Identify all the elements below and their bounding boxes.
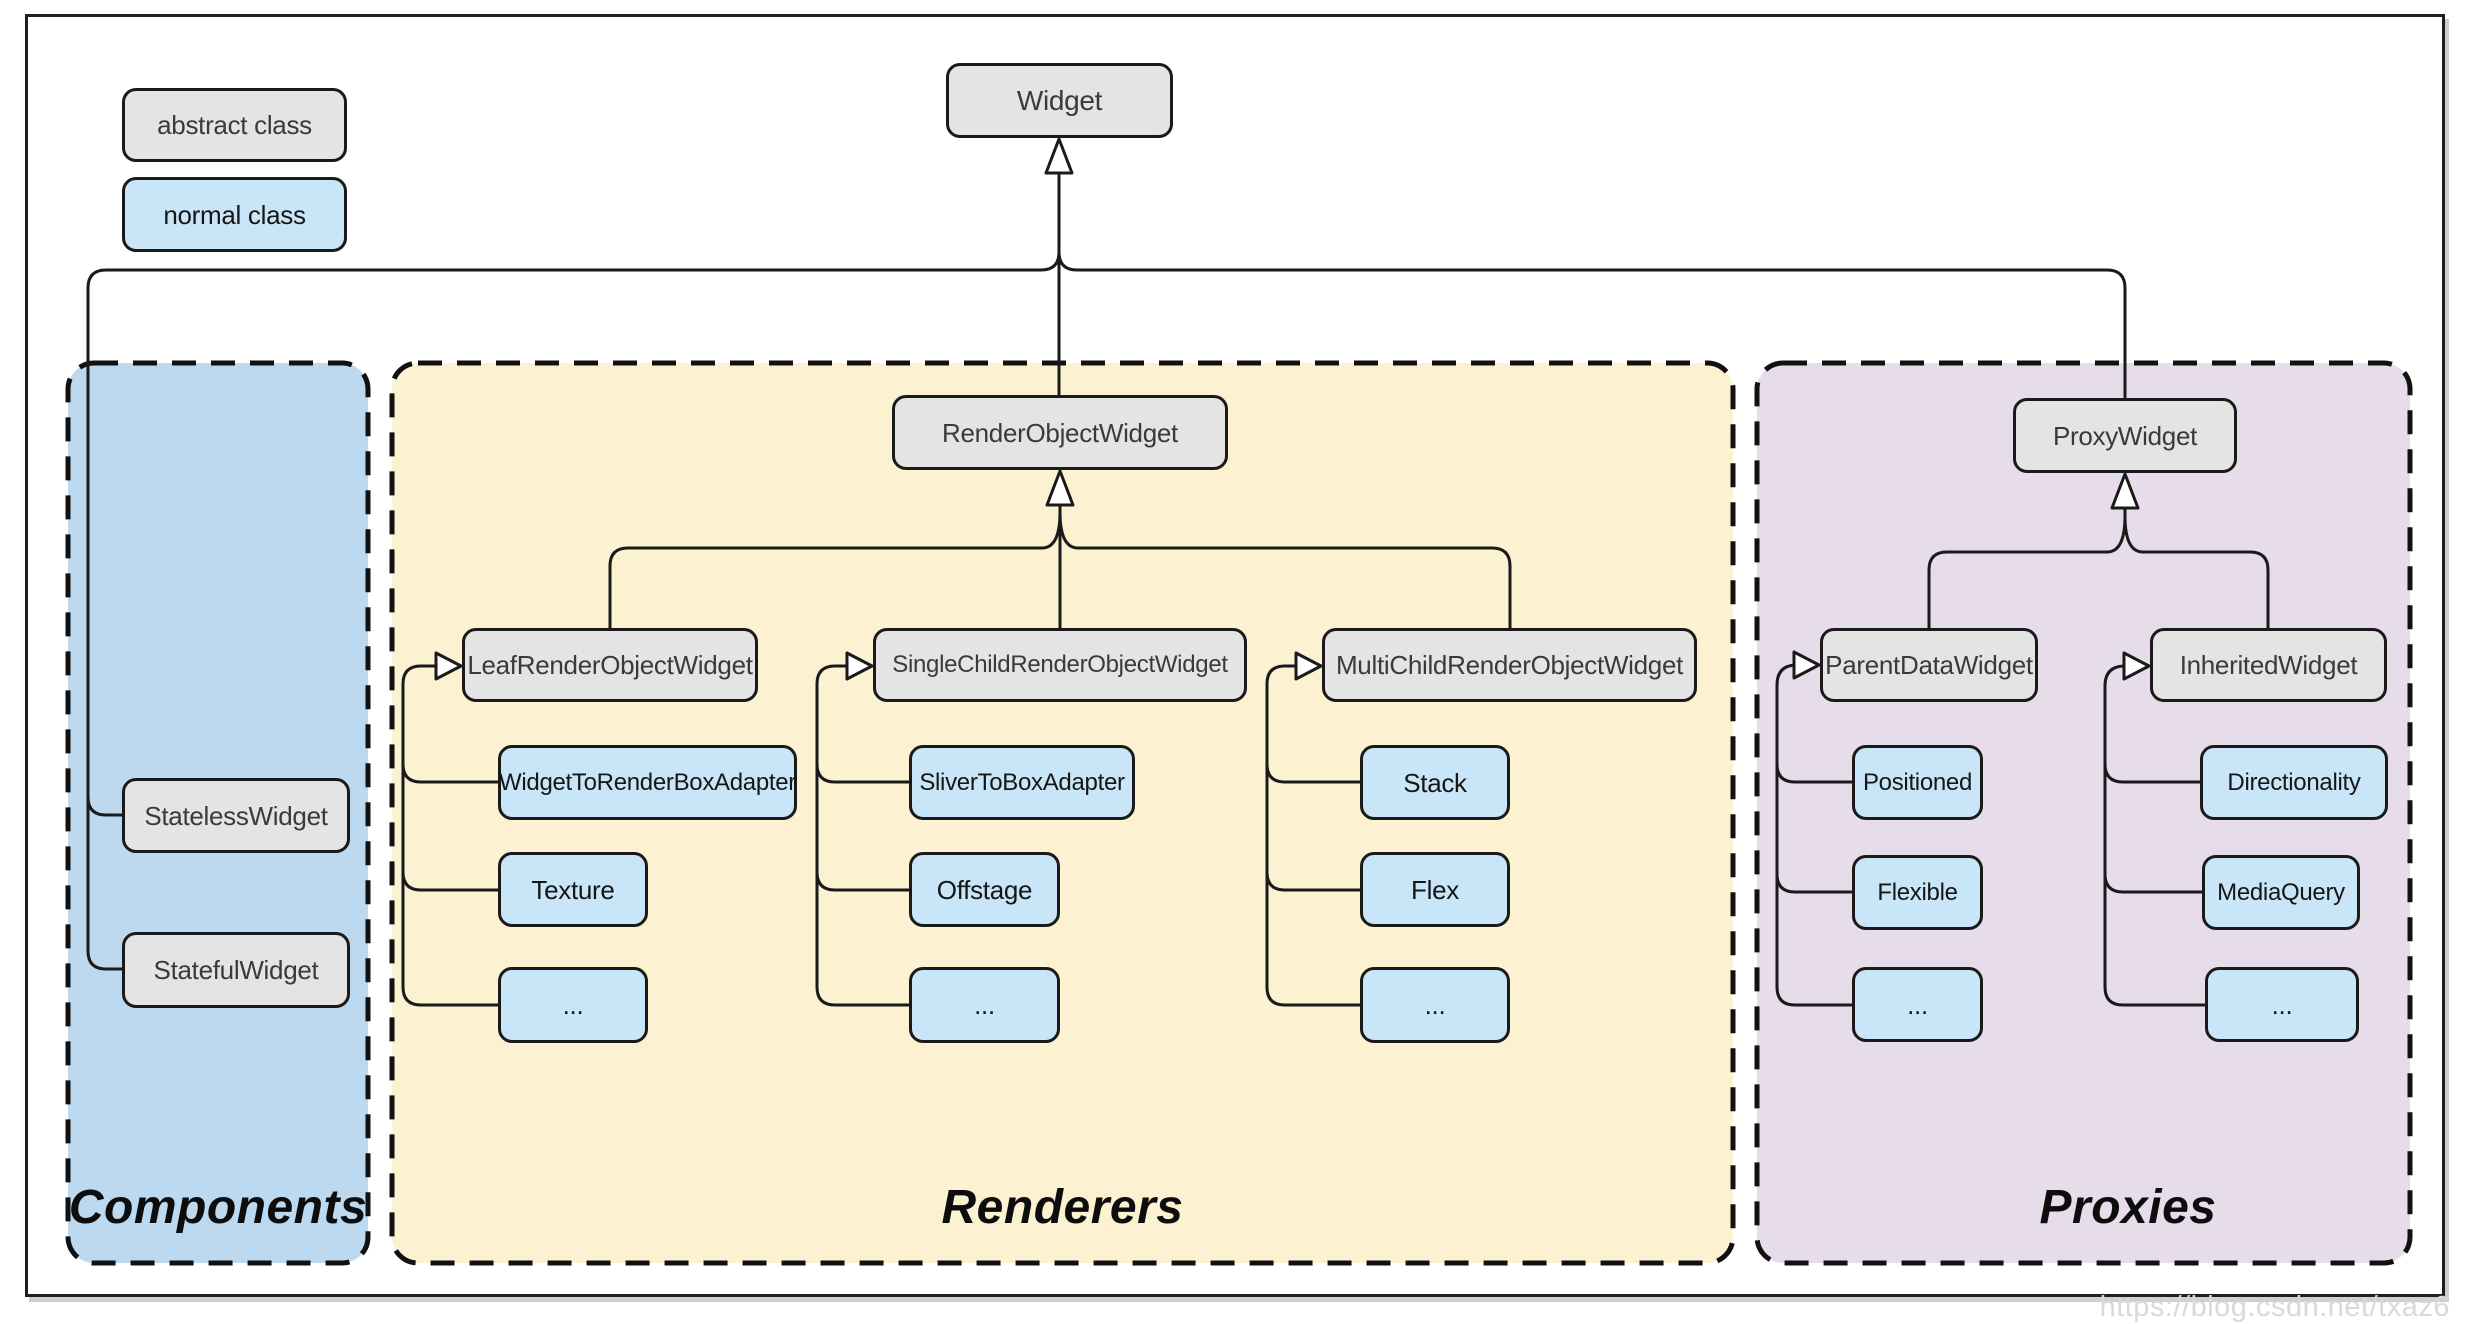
arrowhead-widget xyxy=(1044,137,1074,175)
class-flex: Flex xyxy=(1360,852,1510,927)
class-renderobjectwidget: RenderObjectWidget xyxy=(892,395,1228,470)
class-widgettorenderboxadapter: WidgetToRenderBoxAdapter xyxy=(498,745,797,820)
class-singlechildrenderobjectwidget: SingleChildRenderObjectWidget xyxy=(873,628,1247,702)
class-leafrenderobjectwidget: LeafRenderObjectWidget xyxy=(462,628,758,702)
group-backgrounds xyxy=(65,360,2413,1266)
class-multi-ellipsis: ... xyxy=(1360,967,1510,1043)
class-texture: Texture xyxy=(498,852,648,927)
class-inheritedwidget: InheritedWidget xyxy=(2150,628,2387,702)
class-widget: Widget xyxy=(946,63,1173,138)
arrowhead-multichildrenderobjectwidget xyxy=(1294,651,1323,681)
class-parentdatawidget: ParentDataWidget xyxy=(1820,628,2038,702)
elbow-parentdata-child-1 xyxy=(1775,762,1854,784)
elbow-single-child-1 xyxy=(815,762,911,784)
class-statelesswidget: StatelessWidget xyxy=(122,778,350,853)
class-proxywidget: ProxyWidget xyxy=(2013,398,2237,473)
class-multichildrenderobjectwidget: MultiChildRenderObjectWidget xyxy=(1322,628,1697,702)
spine-parentdata-children xyxy=(1775,663,1854,1007)
legend-normal-class: normal class xyxy=(122,177,347,252)
arrowhead-leafrenderobjectwidget xyxy=(434,651,463,681)
connector-lines xyxy=(86,170,2270,1007)
edge-widget-to-proxy xyxy=(1057,250,2127,400)
group-label-components: Components xyxy=(68,1181,368,1234)
elbow-inherited-child-1 xyxy=(2103,762,2202,784)
arrowhead-proxywidget xyxy=(2110,472,2140,510)
elbow-leaf-child-1 xyxy=(401,762,500,784)
class-inherited-ellipsis: ... xyxy=(2205,967,2359,1042)
class-slivertoboxadapter: SliverToBoxAdapter xyxy=(909,745,1135,820)
class-positioned: Positioned xyxy=(1852,745,1983,820)
elbow-single-child-2 xyxy=(815,870,911,892)
edge-proxy-to-inherited xyxy=(2123,514,2270,630)
elbow-leaf-child-2 xyxy=(401,870,500,892)
class-parentdata-ellipsis: ... xyxy=(1852,967,1983,1042)
elbow-parentdata-child-2 xyxy=(1775,872,1854,894)
spine-multi-children xyxy=(1265,664,1362,1007)
edge-proxy-to-parentdata xyxy=(1927,514,2127,630)
watermark: https://blog.csdn.net/txaz6 xyxy=(2099,1291,2450,1323)
spine-single-children xyxy=(815,664,911,1007)
elbow-multi-child-1 xyxy=(1265,762,1362,784)
class-offstage: Offstage xyxy=(909,852,1060,927)
elbow-inherited-child-2 xyxy=(2103,872,2204,894)
arrowhead-parentdatawidget xyxy=(1792,650,1821,680)
group-label-proxies: Proxies xyxy=(2039,1181,2217,1234)
edge-renderobject-to-leaf xyxy=(608,510,1062,630)
arrowhead-renderobjectwidget xyxy=(1045,469,1075,507)
elbow-multi-child-2 xyxy=(1265,870,1362,892)
class-flexible: Flexible xyxy=(1852,855,1983,930)
class-directionality: Directionality xyxy=(2200,745,2388,820)
edge-components-stateless xyxy=(86,795,124,817)
class-statefulwidget: StatefulWidget xyxy=(122,932,350,1008)
arrowhead-inheritedwidget xyxy=(2122,651,2151,681)
inheritance-arrowheads xyxy=(434,137,2151,681)
class-single-ellipsis: ... xyxy=(909,967,1060,1043)
edge-renderobject-to-multi xyxy=(1058,510,1512,630)
spine-inherited-children xyxy=(2103,664,2207,1007)
group-label-renderers: Renderers xyxy=(941,1181,1184,1234)
legend-abstract-class: abstract class xyxy=(122,88,347,162)
spine-leaf-children xyxy=(401,664,500,1007)
class-stack: Stack xyxy=(1360,745,1510,820)
class-leaf-ellipsis: ... xyxy=(498,967,648,1043)
edge-widget-to-components xyxy=(86,250,1061,971)
class-mediaquery: MediaQuery xyxy=(2202,855,2360,930)
arrowhead-singlechildrenderobjectwidget xyxy=(845,651,874,681)
